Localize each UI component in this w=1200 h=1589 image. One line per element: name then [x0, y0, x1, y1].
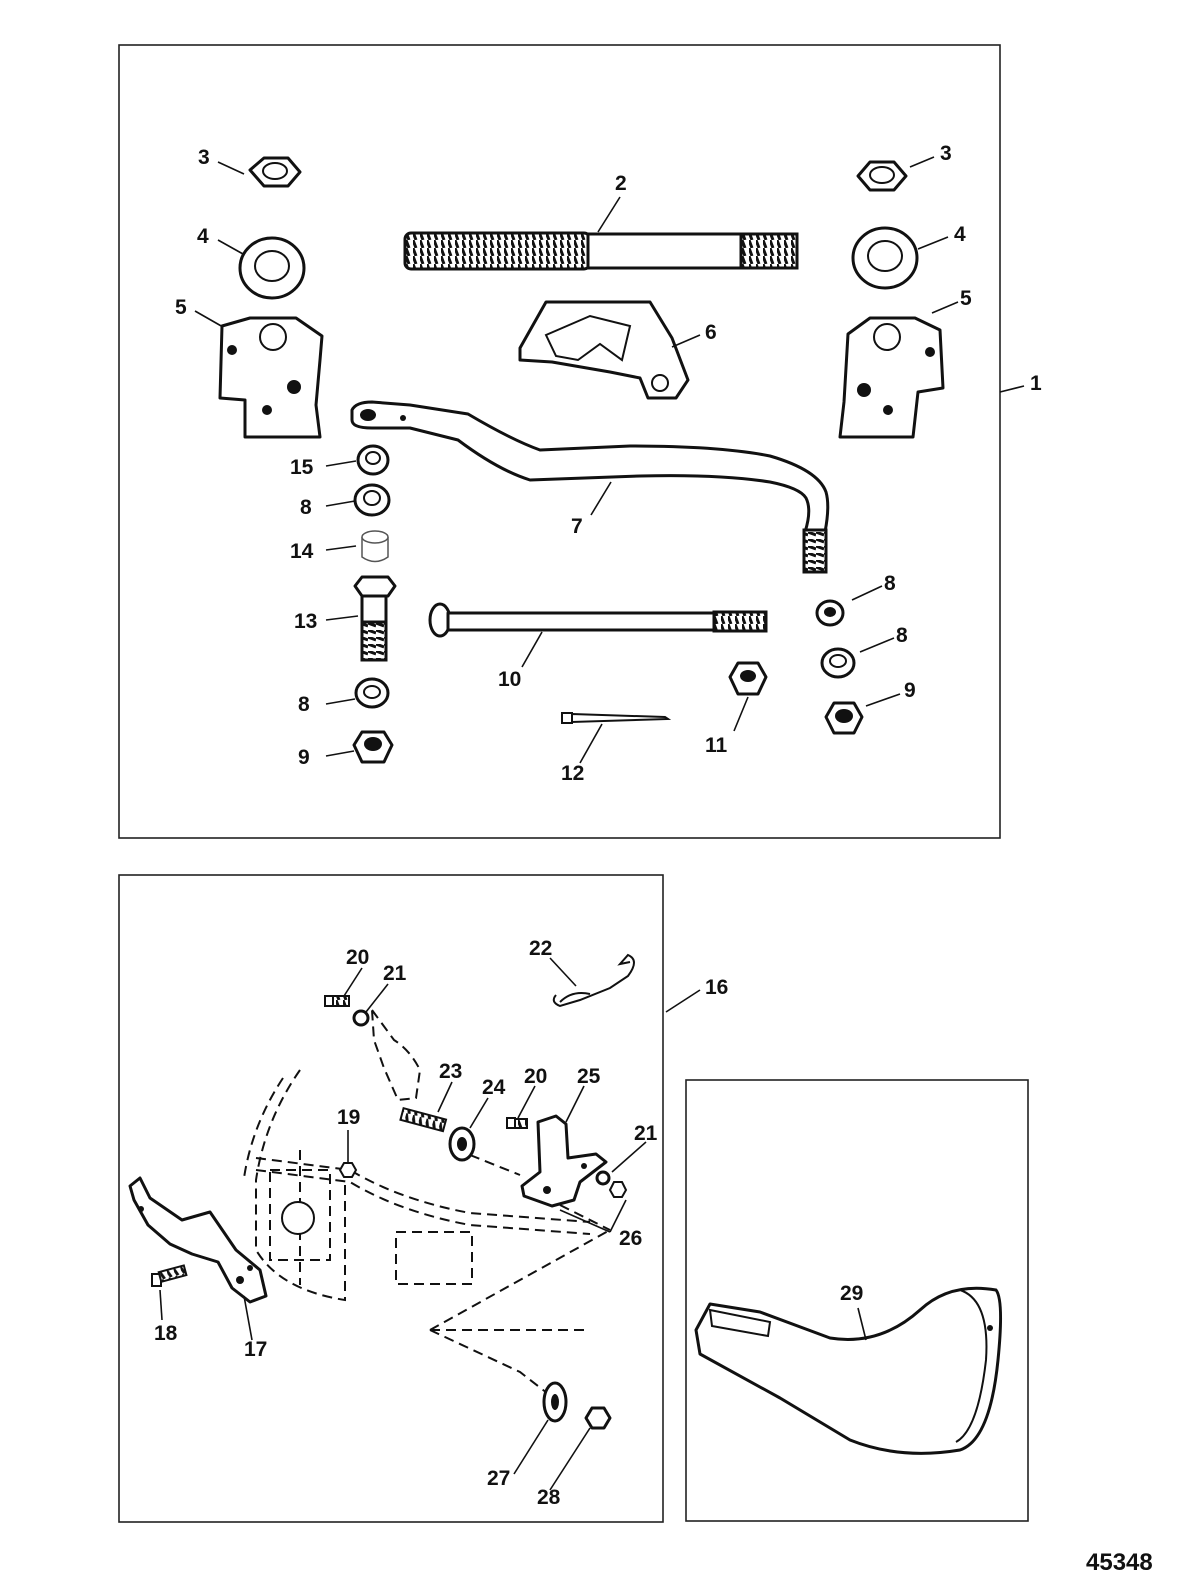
callout-3-left: 3 [198, 146, 210, 169]
callout-2: 2 [615, 172, 627, 195]
part-5-bracket-right [838, 316, 945, 439]
callout-24: 24 [482, 1076, 506, 1099]
callout-13: 13 [294, 610, 317, 633]
callout-16: 16 [705, 976, 728, 999]
callout-9-left: 9 [298, 746, 310, 769]
part-23-stud [399, 1106, 448, 1133]
part-8-washer-d [820, 647, 856, 679]
part-29-shift-handle [694, 1286, 1003, 1455]
part-5-bracket-left [218, 316, 324, 439]
part-3-hex-nut-right [856, 160, 908, 192]
part-25-lever-bracket [520, 1114, 608, 1208]
part-4-washer-left [238, 236, 306, 300]
part-8-washer-a [353, 483, 391, 517]
part-22-clip [552, 953, 635, 1008]
callout-12: 12 [561, 762, 584, 785]
callout-8-c: 8 [884, 572, 896, 595]
callout-29: 29 [840, 1282, 863, 1305]
bottom-right-panel-frame [685, 1079, 1029, 1522]
part-8-washer-b [354, 677, 390, 709]
callout-8-a: 8 [300, 496, 312, 519]
part-18-screw [151, 1264, 188, 1287]
callout-10: 10 [498, 668, 521, 691]
callout-5-left: 5 [175, 296, 187, 319]
bottom-left-panel-frame [118, 874, 664, 1523]
part-6-shift-plate [518, 300, 690, 400]
part-20-screw-lower [506, 1117, 528, 1129]
callout-6: 6 [705, 321, 717, 344]
callout-22: 22 [529, 937, 552, 960]
callout-9-right: 9 [904, 679, 916, 702]
part-2-threaded-rod [403, 231, 799, 271]
callout-21-lower: 21 [634, 1122, 658, 1145]
part-27-washer [542, 1381, 568, 1423]
part-8-washer-c [815, 599, 845, 627]
part-13-bolt [353, 575, 397, 662]
callout-5-right: 5 [960, 287, 972, 310]
callout-26: 26 [619, 1227, 642, 1250]
callout-18: 18 [154, 1322, 178, 1345]
part-12-cotter-pin [561, 712, 672, 724]
callout-11: 11 [705, 734, 728, 757]
part-9-lock-nut-right [824, 701, 864, 735]
part-21-washer-upper [352, 1009, 370, 1027]
part-3-hex-nut-left [248, 156, 302, 188]
part-21-washer-lower [595, 1170, 611, 1186]
part-10-long-bolt [428, 602, 768, 638]
callout-28: 28 [537, 1486, 561, 1509]
part-24-bushing [448, 1126, 476, 1162]
callout-27: 27 [487, 1467, 510, 1490]
callout-1: 1 [1030, 372, 1042, 395]
callout-labels: 1 2 3 3 4 4 5 5 6 7 8 8 8 8 9 9 10 11 12… [154, 142, 1042, 1509]
part-14-spacer [361, 530, 389, 563]
part-19-nut [338, 1162, 358, 1178]
part-9-lock-nut-left [352, 730, 394, 764]
callout-15: 15 [290, 456, 314, 479]
part-11-nut [728, 661, 768, 696]
part-28-nut [584, 1406, 612, 1430]
part-15-bushing [356, 444, 390, 476]
callout-20-lower: 20 [524, 1065, 547, 1088]
callout-7: 7 [571, 515, 583, 538]
part-7-shift-rod [350, 400, 830, 574]
callout-17: 17 [244, 1338, 267, 1361]
callout-3-right: 3 [940, 142, 952, 165]
engine-block-outline [243, 1006, 611, 1401]
callout-25: 25 [577, 1065, 601, 1088]
leader-lines [159, 156, 1025, 1491]
callout-8-d: 8 [896, 624, 908, 647]
callout-14: 14 [290, 540, 314, 563]
part-17-bracket [128, 1176, 268, 1304]
part-20-screw-upper [324, 995, 350, 1007]
figure-number: 45348 [1086, 1549, 1153, 1576]
callout-20-upper: 20 [346, 946, 369, 969]
callout-23: 23 [439, 1060, 462, 1083]
callout-4-right: 4 [954, 223, 966, 246]
callout-19: 19 [337, 1106, 360, 1129]
callout-8-b: 8 [298, 693, 310, 716]
top-panel-frame [118, 44, 1001, 839]
part-4-washer-right [851, 226, 919, 290]
callout-21-upper: 21 [383, 962, 407, 985]
part-26-nut [608, 1181, 628, 1198]
callout-4-left: 4 [197, 225, 209, 248]
